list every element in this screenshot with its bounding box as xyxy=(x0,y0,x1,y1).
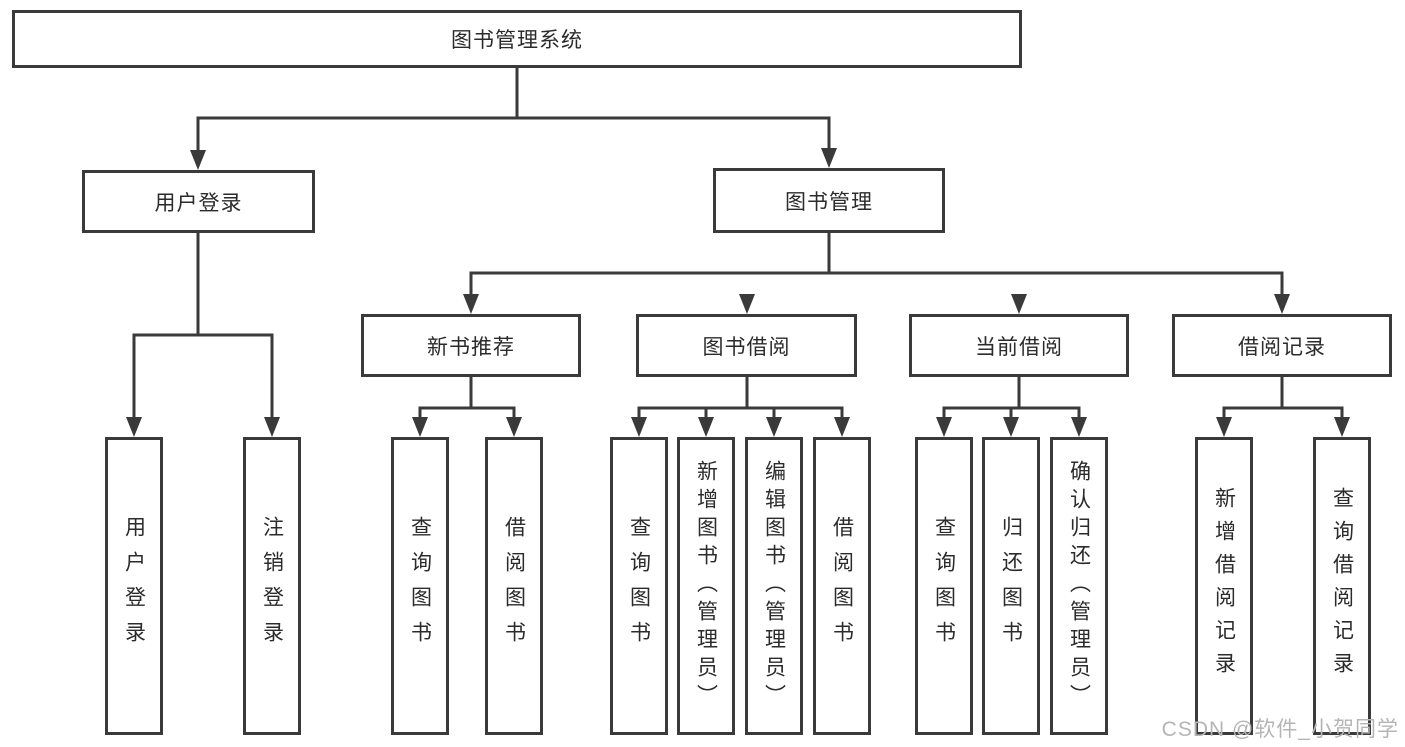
node-root: 图书管理系统 xyxy=(12,10,1022,68)
leaf-borrow-books-recommend: 借阅图书 xyxy=(485,437,543,735)
leaf-edit-book-admin: 编辑图书（管理员） xyxy=(745,437,803,735)
node-book-manage-label: 图书管理 xyxy=(785,190,873,214)
node-user-login: 用户登录 xyxy=(82,170,315,233)
node-book-borrow-label: 图书借阅 xyxy=(702,335,791,359)
leaf-add-book-admin: 新增图书（管理员） xyxy=(677,437,735,735)
node-book-borrow: 图书借阅 xyxy=(636,314,857,377)
leaf-borrow-books: 借阅图书 xyxy=(813,437,871,735)
node-new-book-recommend: 新书推荐 xyxy=(361,314,581,377)
leaf-confirm-return-admin: 确认归还（管理员） xyxy=(1050,437,1108,735)
leaf-return-books: 归还图书 xyxy=(982,437,1040,735)
node-user-login-label: 用户登录 xyxy=(154,191,243,215)
leaf-query-books-current: 查询图书 xyxy=(915,437,973,735)
node-borrow-record-label: 借阅记录 xyxy=(1238,335,1326,359)
node-current-borrow-label: 当前借阅 xyxy=(975,335,1063,359)
node-current-borrow: 当前借阅 xyxy=(909,314,1129,377)
leaf-user-login: 用户登录 xyxy=(105,437,163,735)
node-book-manage: 图书管理 xyxy=(713,168,945,233)
leaf-logout: 注销登录 xyxy=(243,437,301,735)
node-new-book-recommend-label: 新书推荐 xyxy=(427,335,515,359)
node-borrow-record: 借阅记录 xyxy=(1172,314,1392,377)
leaf-query-books-borrow: 查询图书 xyxy=(610,437,668,735)
leaf-query-books-recommend: 查询图书 xyxy=(391,437,449,735)
leaf-query-borrow-record: 查询借阅记录 xyxy=(1313,437,1371,735)
leaf-add-borrow-record: 新增借阅记录 xyxy=(1195,437,1253,735)
csdn-watermark: CSDN @软件_小贺同学 xyxy=(1161,718,1399,741)
node-root-label: 图书管理系统 xyxy=(451,29,583,52)
